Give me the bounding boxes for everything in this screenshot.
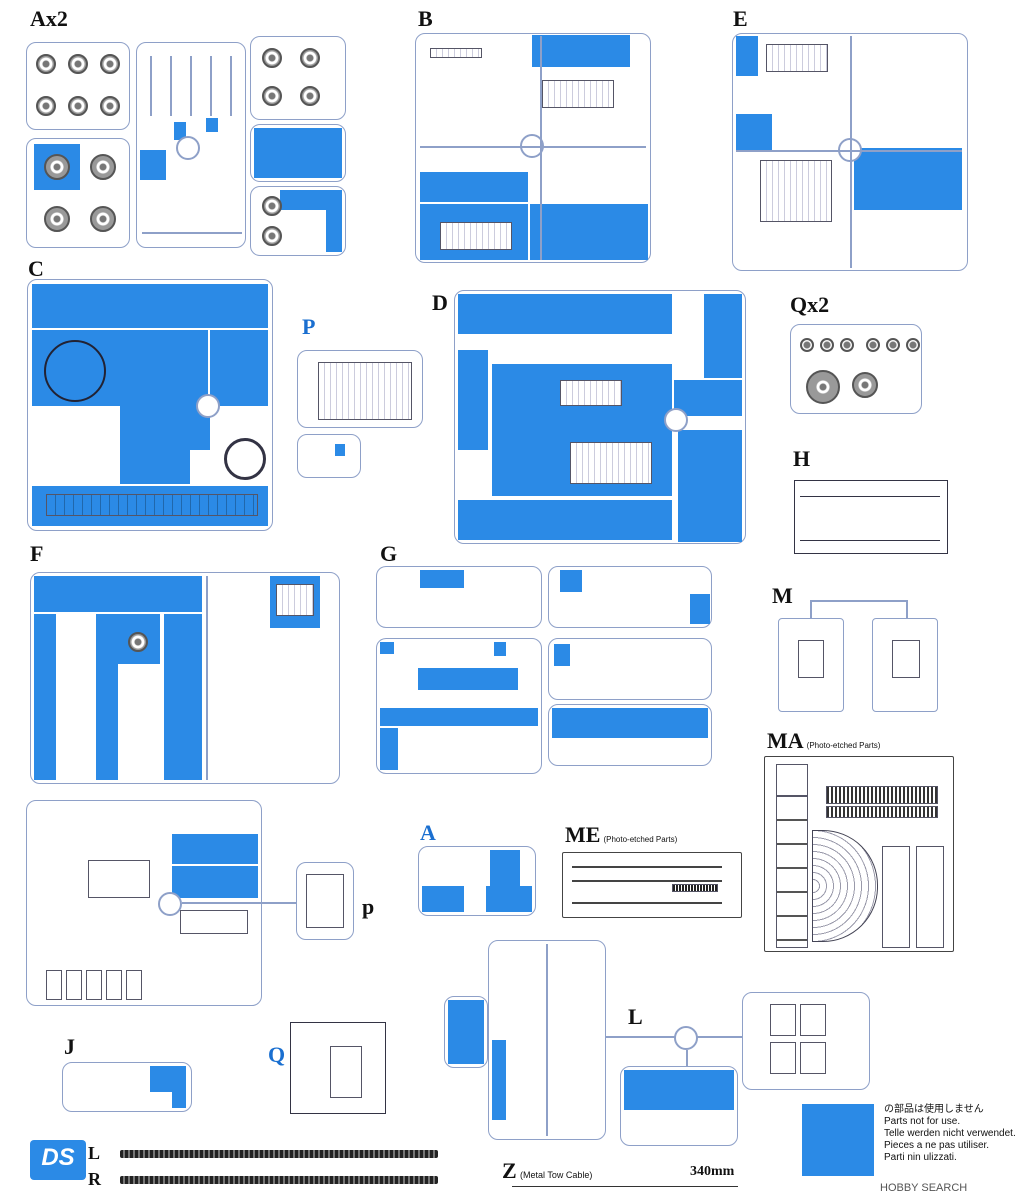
sprue-label-j: J bbox=[64, 1034, 75, 1059]
sprue-label-e: E bbox=[733, 6, 748, 31]
sprue-label-c: C bbox=[28, 256, 44, 281]
track-label-l: L bbox=[88, 1143, 101, 1163]
legend-line: Pieces a ne pas utiliser. bbox=[884, 1140, 990, 1151]
sprue-label-d: D bbox=[432, 290, 448, 315]
sprue-label-h: H bbox=[793, 446, 811, 471]
legend-line: Telle werden nicht verwendet. bbox=[884, 1128, 1016, 1139]
sprue-label-me: ME(Photo-etched Parts) bbox=[565, 824, 677, 846]
track-r bbox=[120, 1176, 438, 1184]
sprue-label-b: B bbox=[418, 6, 433, 31]
z-length: 340mm bbox=[690, 1164, 735, 1179]
ds-logo: DS bbox=[30, 1140, 86, 1180]
sprue-label-ax2: Ax2 bbox=[30, 6, 68, 31]
watermark: HOBBY SEARCH bbox=[880, 1182, 968, 1194]
track-l bbox=[120, 1150, 438, 1158]
sprue-label-q: Q bbox=[268, 1042, 286, 1067]
sprue-label-g: G bbox=[380, 541, 398, 566]
me-title: ME bbox=[565, 822, 601, 847]
unused-parts-swatch bbox=[802, 1104, 874, 1176]
legend-line: Parti nin ulizzati. bbox=[884, 1152, 957, 1163]
sprue-label-a: A bbox=[420, 820, 436, 845]
ma-title: MA bbox=[767, 728, 804, 753]
sprue-label-p-small: p bbox=[362, 894, 375, 919]
sprue-label-m: M bbox=[772, 583, 793, 608]
me-note: (Photo-etched Parts) bbox=[603, 835, 678, 844]
sprue-label-ma: MA(Photo-etched Parts) bbox=[767, 730, 880, 752]
sprue-label-f: F bbox=[30, 541, 44, 566]
unused-parts-legend: の部品は使用しません Parts not for use. Telle werd… bbox=[884, 1104, 1016, 1164]
z-note: (Metal Tow Cable) bbox=[520, 1170, 593, 1180]
ma-note: (Photo-etched Parts) bbox=[806, 741, 881, 750]
sprue-label-p: P bbox=[302, 314, 316, 339]
track-label-r: R bbox=[88, 1169, 101, 1189]
legend-line: の部品は使用しません bbox=[884, 1104, 984, 1115]
sprue-label-qx2: Qx2 bbox=[790, 292, 830, 317]
tow-cable bbox=[512, 1186, 738, 1187]
z-label: Z bbox=[502, 1158, 517, 1183]
legend-line: Parts not for use. bbox=[884, 1116, 961, 1127]
sprue-label-l: L bbox=[628, 1004, 643, 1029]
